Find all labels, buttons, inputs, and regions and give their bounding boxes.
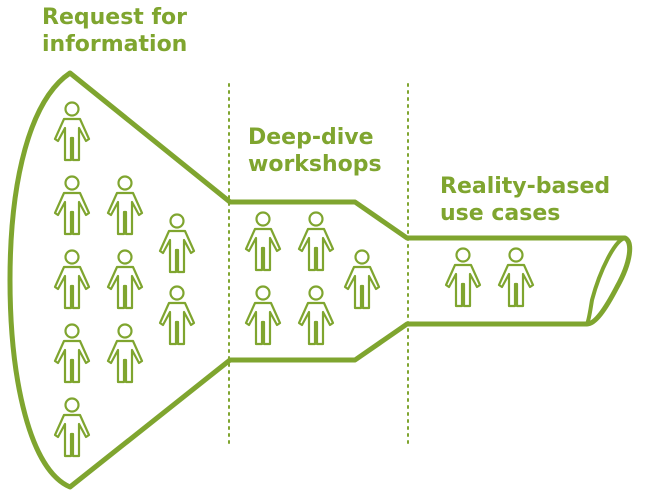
person-icon — [444, 247, 482, 308]
person-icon — [53, 249, 91, 310]
person-icon — [106, 323, 144, 384]
person-icon — [244, 211, 282, 272]
person-icon — [158, 285, 196, 346]
person-icon — [53, 175, 91, 236]
person-icon — [297, 285, 335, 346]
person-icon — [53, 397, 91, 458]
people-group — [53, 101, 535, 458]
funnel-body — [7, 70, 633, 490]
stage-label-request-for-information: Request for information — [42, 5, 188, 57]
person-icon — [297, 211, 335, 272]
person-icon — [106, 175, 144, 236]
person-icon — [497, 247, 535, 308]
person-icon — [106, 249, 144, 310]
stage-label-deep-dive-workshops: Deep-dive workshops — [248, 125, 382, 177]
person-icon — [53, 323, 91, 384]
funnel-outline — [7, 70, 633, 490]
person-icon — [158, 213, 196, 274]
person-icon — [53, 101, 91, 162]
stage-label-reality-based-use-cases: Reality-based use cases — [440, 174, 611, 226]
person-icon — [244, 285, 282, 346]
person-icon — [343, 249, 381, 310]
funnel-mouth — [585, 236, 627, 326]
stage-dividers — [228, 83, 409, 445]
